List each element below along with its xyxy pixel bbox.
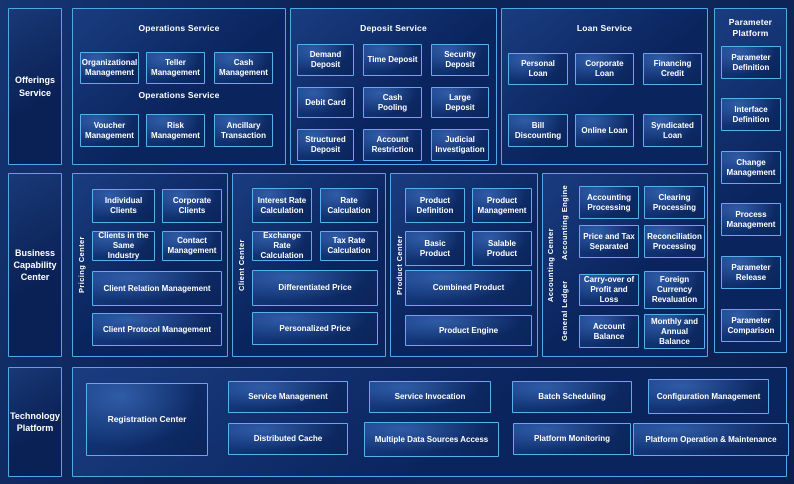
box-structured-deposit: Structured Deposit bbox=[297, 129, 354, 161]
box-product-management: Product Management bbox=[472, 188, 532, 223]
box-price-and-tax-separated: Price and Tax Separated bbox=[579, 225, 639, 258]
box-individual-clients: Individual Clients bbox=[92, 189, 155, 223]
pricing-center-panel: Pricing Center Individual Clients Corpor… bbox=[72, 173, 228, 357]
box-foreign-currency-revaluation: Foreign Currency Revaluation bbox=[644, 271, 705, 309]
box-client-protocol-management: Client Protocol Management bbox=[92, 313, 222, 346]
accounting-center-vlabel: Accounting Center bbox=[546, 228, 555, 302]
box-account-balance: Account Balance bbox=[579, 315, 639, 348]
box-time-deposit: Time Deposit bbox=[363, 44, 422, 76]
box-multiple-data-sources-access: Multiple Data Sources Access bbox=[364, 422, 499, 457]
box-parameter-definition: Parameter Definition bbox=[721, 46, 781, 79]
loan-service-panel: Loan Service Personal Loan Corporate Loa… bbox=[501, 8, 708, 165]
deposit-service-panel: Deposit Service Demand Deposit Time Depo… bbox=[290, 8, 497, 165]
operations-service-mid-label: Operations Service bbox=[138, 90, 220, 100]
client-center-vlabel: Client Center bbox=[237, 239, 246, 291]
operations-service-panel: Operations Service Organizational Manage… bbox=[72, 8, 286, 165]
box-service-invocation: Service Invocation bbox=[369, 381, 491, 413]
box-cash-management: Cash Management bbox=[214, 52, 273, 84]
pricing-center-vlabel: Pricing Center bbox=[77, 236, 86, 294]
box-personalized-price: Personalized Price bbox=[252, 312, 378, 345]
box-corporate-clients: Corporate Clients bbox=[162, 189, 222, 223]
box-monthly-annual-balance: Monthly and Annual Balance bbox=[644, 314, 705, 349]
box-product-definition: Product Definition bbox=[405, 188, 465, 223]
box-distributed-cache: Distributed Cache bbox=[228, 423, 348, 455]
box-risk-management: Risk Management bbox=[146, 114, 205, 147]
box-parameter-release: Parameter Release bbox=[721, 256, 781, 289]
loan-service-title: Loan Service bbox=[576, 23, 633, 33]
box-platform-monitoring: Platform Monitoring bbox=[513, 423, 631, 455]
box-combined-product: Combined Product bbox=[405, 270, 532, 306]
box-debit-card: Debit Card bbox=[297, 87, 354, 118]
box-salable-product: Salable Product bbox=[472, 231, 532, 266]
box-ancillary-transaction: Ancillary Transaction bbox=[214, 114, 273, 147]
box-corporate-loan: Corporate Loan bbox=[575, 53, 634, 85]
box-process-management: Process Management bbox=[721, 203, 781, 236]
product-center-panel: Product Center Product Definition Produc… bbox=[390, 173, 538, 357]
box-basic-product: Basic Product bbox=[405, 231, 465, 266]
box-bill-discounting: Bill Discounting bbox=[508, 114, 568, 147]
box-voucher-management: Voucher Management bbox=[80, 114, 139, 147]
box-registration-center: Registration Center bbox=[86, 383, 208, 456]
box-accounting-processing: Accounting Processing bbox=[579, 186, 639, 219]
box-batch-scheduling: Batch Scheduling bbox=[512, 381, 632, 413]
box-teller-management: Teller Management bbox=[146, 52, 205, 84]
box-demand-deposit: Demand Deposit bbox=[297, 44, 354, 76]
box-interest-rate-calculation: Interest Rate Calculation bbox=[252, 188, 312, 223]
box-platform-operation-maintenance: Platform Operation & Maintenance bbox=[633, 423, 789, 456]
accounting-center-panel: Accounting Center Accounting Engine Acco… bbox=[542, 173, 708, 357]
general-ledger-vlabel: General Ledger bbox=[560, 280, 569, 342]
box-service-management: Service Management bbox=[228, 381, 348, 413]
box-account-restriction: Account Restriction bbox=[363, 129, 422, 161]
box-syndicated-loan: Syndicated Loan bbox=[643, 114, 702, 147]
box-large-deposit: Large Deposit bbox=[431, 87, 489, 118]
box-reconciliation-processing: Reconciliation Processing bbox=[644, 225, 705, 258]
box-parameter-comparison: Parameter Comparison bbox=[721, 309, 781, 342]
box-interface-definition: Interface Definition bbox=[721, 98, 781, 131]
offerings-service-label: Offerings Service bbox=[8, 8, 62, 165]
box-differentiated-price: Differentiated Price bbox=[252, 270, 378, 306]
accounting-engine-vlabel: Accounting Engine bbox=[560, 184, 569, 260]
box-clearing-processing: Clearing Processing bbox=[644, 186, 705, 219]
box-financing-credit: Financing Credit bbox=[643, 53, 702, 85]
box-configuration-management: Configuration Management bbox=[648, 379, 769, 414]
deposit-service-title: Deposit Service bbox=[360, 23, 427, 33]
box-security-deposit: Security Deposit bbox=[431, 44, 489, 76]
box-contact-management: Contact Management bbox=[162, 231, 222, 261]
parameter-platform-title: Parameter Platform bbox=[728, 17, 773, 39]
box-tax-rate-calculation: Tax Rate Calculation bbox=[320, 231, 378, 261]
box-product-engine: Product Engine bbox=[405, 315, 532, 346]
operations-service-title: Operations Service bbox=[138, 23, 220, 33]
client-center-panel: Client Center Interest Rate Calculation … bbox=[232, 173, 386, 357]
box-personal-loan: Personal Loan bbox=[508, 53, 568, 85]
box-change-management: Change Management bbox=[721, 151, 781, 184]
box-online-loan: Online Loan bbox=[575, 114, 634, 147]
box-clients-same-industry: Clients in the Same Industry bbox=[92, 231, 155, 261]
box-exchange-rate-calculation: Exchange Rate Calculation bbox=[252, 231, 312, 261]
box-organizational-management: Organizational Management bbox=[80, 52, 139, 84]
business-capability-center-label: Business Capability Center bbox=[8, 173, 62, 357]
box-judicial-investigation: Judicial Investigation bbox=[431, 129, 489, 161]
technology-platform-label: Technology Platform bbox=[8, 367, 62, 477]
technology-platform-panel: Registration Center Service Management S… bbox=[72, 367, 789, 477]
box-rate-calculation: Rate Calculation bbox=[320, 188, 378, 223]
parameter-platform-panel: Parameter Platform Parameter Definition … bbox=[714, 8, 787, 353]
box-client-relation-management: Client Relation Management bbox=[92, 271, 222, 306]
box-carry-over-profit-loss: Carry-over of Profit and Loss bbox=[579, 274, 639, 306]
box-cash-pooling: Cash Pooling bbox=[363, 87, 422, 118]
